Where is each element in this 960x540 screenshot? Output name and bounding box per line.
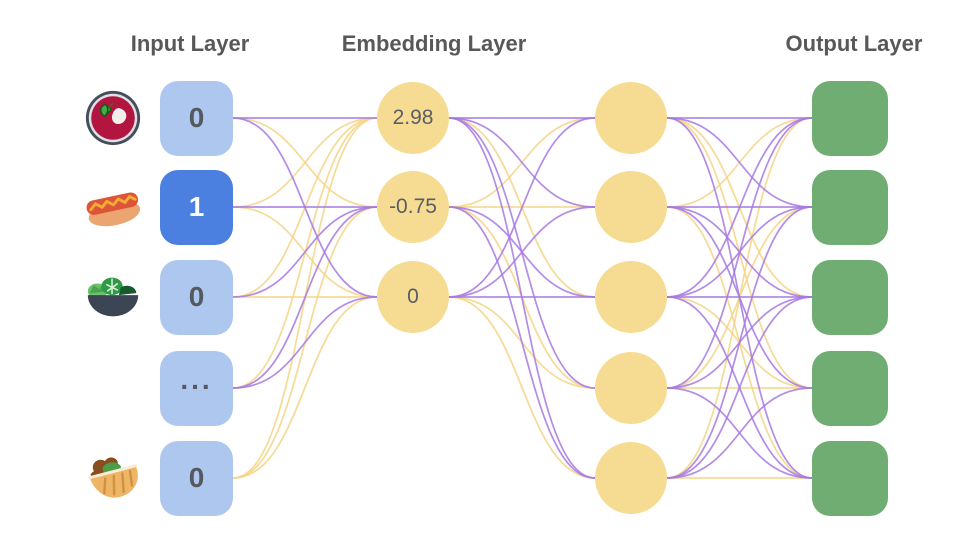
hidden-node [595, 261, 667, 333]
edge-purple [666, 206, 813, 479]
edge-purple [666, 206, 813, 389]
edge-yellow [666, 117, 813, 298]
edge-yellow [448, 117, 596, 298]
edge-yellow [232, 206, 378, 479]
edge-yellow [232, 117, 378, 479]
edge-purple [232, 296, 378, 389]
edge-purple [666, 117, 813, 479]
input-node: 0 [160, 440, 233, 516]
edge-yellow [232, 206, 378, 298]
edge-purple [666, 387, 813, 479]
edge-yellow [666, 117, 813, 208]
input-node: 1 [160, 169, 233, 245]
edge-purple [666, 296, 813, 479]
pita-kebab-icon [82, 447, 144, 509]
edge-yellow [232, 117, 378, 389]
input-node-value: 1 [188, 191, 205, 222]
edge-yellow [232, 296, 378, 479]
edge-purple [448, 117, 596, 479]
edge-yellow [666, 206, 813, 479]
edge-yellow [666, 117, 813, 389]
input-node-value: ... [180, 364, 213, 395]
edge-purple [666, 296, 813, 389]
output-node [812, 80, 888, 156]
edge-purple [448, 117, 596, 389]
embedding-node-value: 2.98 [392, 106, 434, 129]
hidden-node [595, 442, 667, 514]
output-node [812, 350, 888, 426]
embedding-layer-title: Embedding Layer [341, 31, 527, 56]
salad-icon [82, 266, 144, 328]
hidden-node [595, 171, 667, 243]
edge-yellow [448, 206, 596, 389]
input-node-value: 0 [188, 462, 205, 493]
edge-purple [666, 117, 813, 389]
input-node-value: 0 [188, 102, 205, 133]
edge-yellow [448, 296, 596, 389]
borscht-soup-icon [82, 87, 144, 149]
edge-yellow [448, 296, 596, 479]
edge-yellow [448, 117, 596, 208]
edge-purple [666, 117, 813, 208]
edge-purple [666, 206, 813, 298]
edge-yellow [232, 117, 378, 298]
edge-purple [232, 117, 378, 298]
hidden-node [595, 352, 667, 424]
edge-purple [666, 206, 813, 298]
embedding-node-value: -0.75 [389, 195, 437, 218]
edge-yellow [232, 117, 378, 208]
edge-purple [666, 296, 813, 479]
edge-purple [232, 206, 378, 389]
edge-purple [448, 117, 596, 208]
edge-purple [448, 206, 596, 479]
output-node [812, 440, 888, 516]
edge-purple [232, 206, 378, 298]
embedding-node-value: 0 [407, 285, 419, 308]
edge-yellow [666, 206, 813, 389]
hot-dog-icon [82, 176, 144, 238]
edge-purple [666, 117, 813, 298]
input-node: 0 [160, 80, 233, 156]
hidden-node [595, 82, 667, 154]
output-node [812, 169, 888, 245]
embedding-node: 2.98 [377, 82, 449, 154]
input-node: 0 [160, 259, 233, 335]
edge-purple [448, 206, 596, 298]
output-node [812, 259, 888, 335]
input-node-value: 0 [188, 281, 205, 312]
output-layer-title: Output Layer [785, 31, 923, 56]
embedding-node: 0 [377, 261, 449, 333]
input-layer-title: Input Layer [130, 31, 250, 56]
edge-purple [666, 387, 813, 479]
embedding-node: -0.75 [377, 171, 449, 243]
edge-yellow [666, 296, 813, 389]
input-node: ... [160, 350, 233, 426]
edge-purple [448, 206, 596, 298]
edge-yellow [666, 117, 813, 479]
edge-yellow [232, 117, 378, 208]
edge-purple [448, 117, 596, 298]
